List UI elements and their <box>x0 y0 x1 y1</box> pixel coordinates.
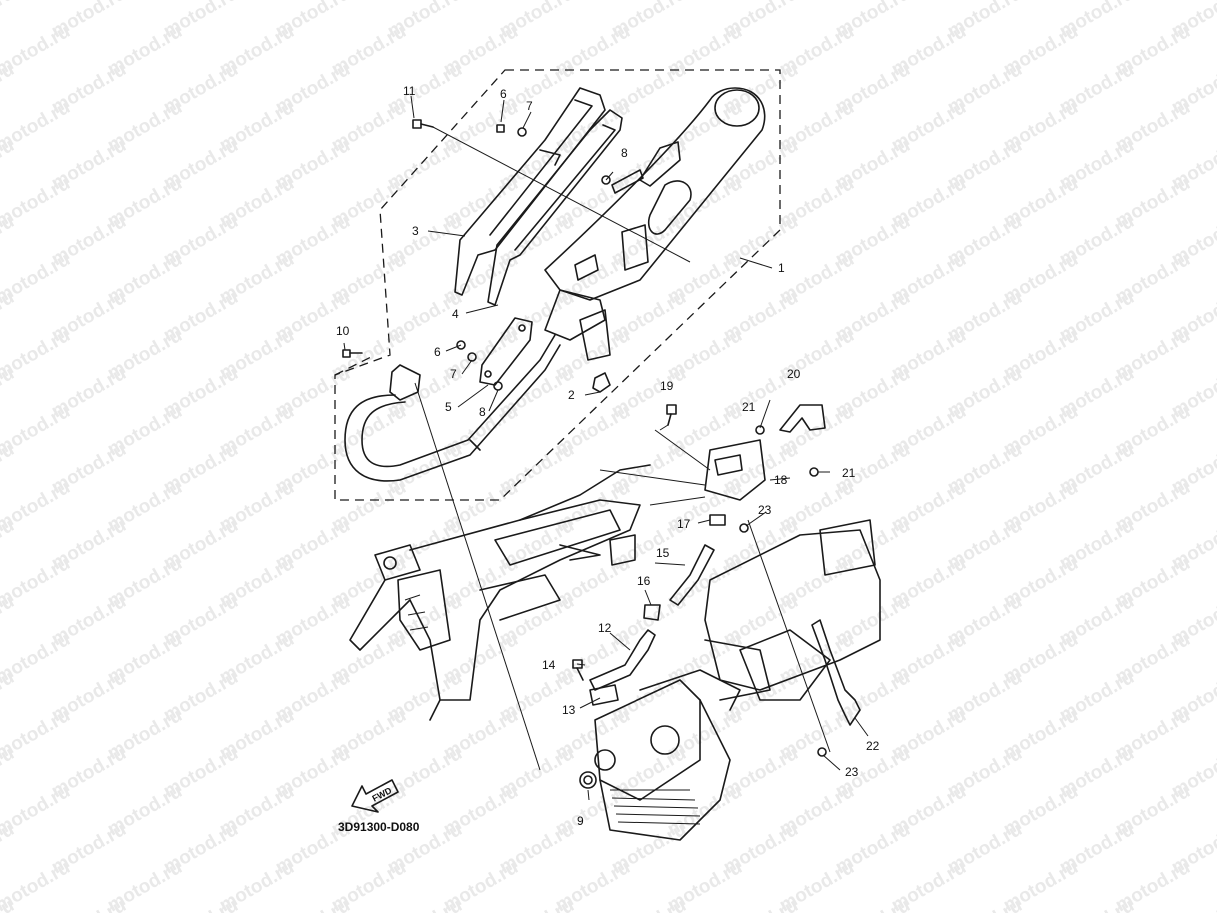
bracket-5 <box>479 317 533 386</box>
callout-21-right: 21 <box>842 466 856 480</box>
diagram-code: 3D91300-D080 <box>338 820 420 834</box>
callout-11: 11 <box>403 84 416 98</box>
heat-protector-3 <box>454 87 606 296</box>
watermark-text: motod.ru <box>1168 895 1217 913</box>
watermark-text: motod.ru <box>944 895 1026 913</box>
callout-17: 17 <box>677 517 691 531</box>
callout-12: 12 <box>598 621 612 635</box>
callout-14: 14 <box>542 658 556 672</box>
callout-2: 2 <box>568 388 575 402</box>
heat-protector-4 <box>487 109 623 306</box>
callout-6-top: 6 <box>500 87 507 101</box>
callout-19: 19 <box>660 379 674 393</box>
watermark-text: motod.ru <box>384 895 466 913</box>
callout-23-bottom: 23 <box>845 765 859 779</box>
callout-8-top: 8 <box>621 146 628 160</box>
watermark-text: motod.ru <box>0 0 18 42</box>
callout-22: 22 <box>866 739 880 753</box>
callout-6-lower: 6 <box>434 345 441 359</box>
watermark-text: motod.ru <box>832 895 914 913</box>
callout-8-lower: 8 <box>479 405 486 419</box>
hose-22 <box>811 619 861 726</box>
watermark-text: motod.ru <box>496 895 578 913</box>
air-cleaner-box <box>704 519 881 701</box>
cylinder-head <box>594 669 741 841</box>
watermark-text: motod.ru <box>160 895 242 913</box>
callout-13: 13 <box>562 703 576 717</box>
hose-15 <box>669 544 715 606</box>
watermark-text: motod.ru <box>720 895 802 913</box>
watermark-text: motod.ru <box>272 895 354 913</box>
callout-10: 10 <box>336 324 350 338</box>
watermark-text: motod.ru <box>1056 895 1138 913</box>
watermark-text: motod.ru <box>48 895 130 913</box>
callout-23-top: 23 <box>758 503 772 517</box>
callout-20: 20 <box>787 367 801 381</box>
muffler <box>544 87 766 361</box>
leader-lines <box>343 95 869 801</box>
callout-18: 18 <box>774 473 788 487</box>
callout-16: 16 <box>637 574 651 588</box>
ais-valve <box>704 439 766 501</box>
watermark-text: motod.ru <box>608 895 690 913</box>
frame <box>349 464 651 721</box>
hose-12 <box>589 629 656 691</box>
callout-labels: 1 2 3 4 5 6 6 7 7 8 8 9 10 11 12 13 14 1… <box>336 84 880 828</box>
callout-7-top: 7 <box>526 99 533 113</box>
callout-7-lower: 7 <box>450 367 457 381</box>
callout-5: 5 <box>445 400 452 414</box>
callout-9: 9 <box>577 814 584 828</box>
hose-20 <box>779 404 826 433</box>
callout-1: 1 <box>778 261 785 275</box>
callout-4: 4 <box>452 307 459 321</box>
callout-21-top: 21 <box>742 400 756 414</box>
callout-15: 15 <box>656 546 670 560</box>
exhaust-pipe-boundary <box>334 354 376 376</box>
callout-3: 3 <box>412 224 419 238</box>
exhaust-pipe <box>344 334 561 482</box>
